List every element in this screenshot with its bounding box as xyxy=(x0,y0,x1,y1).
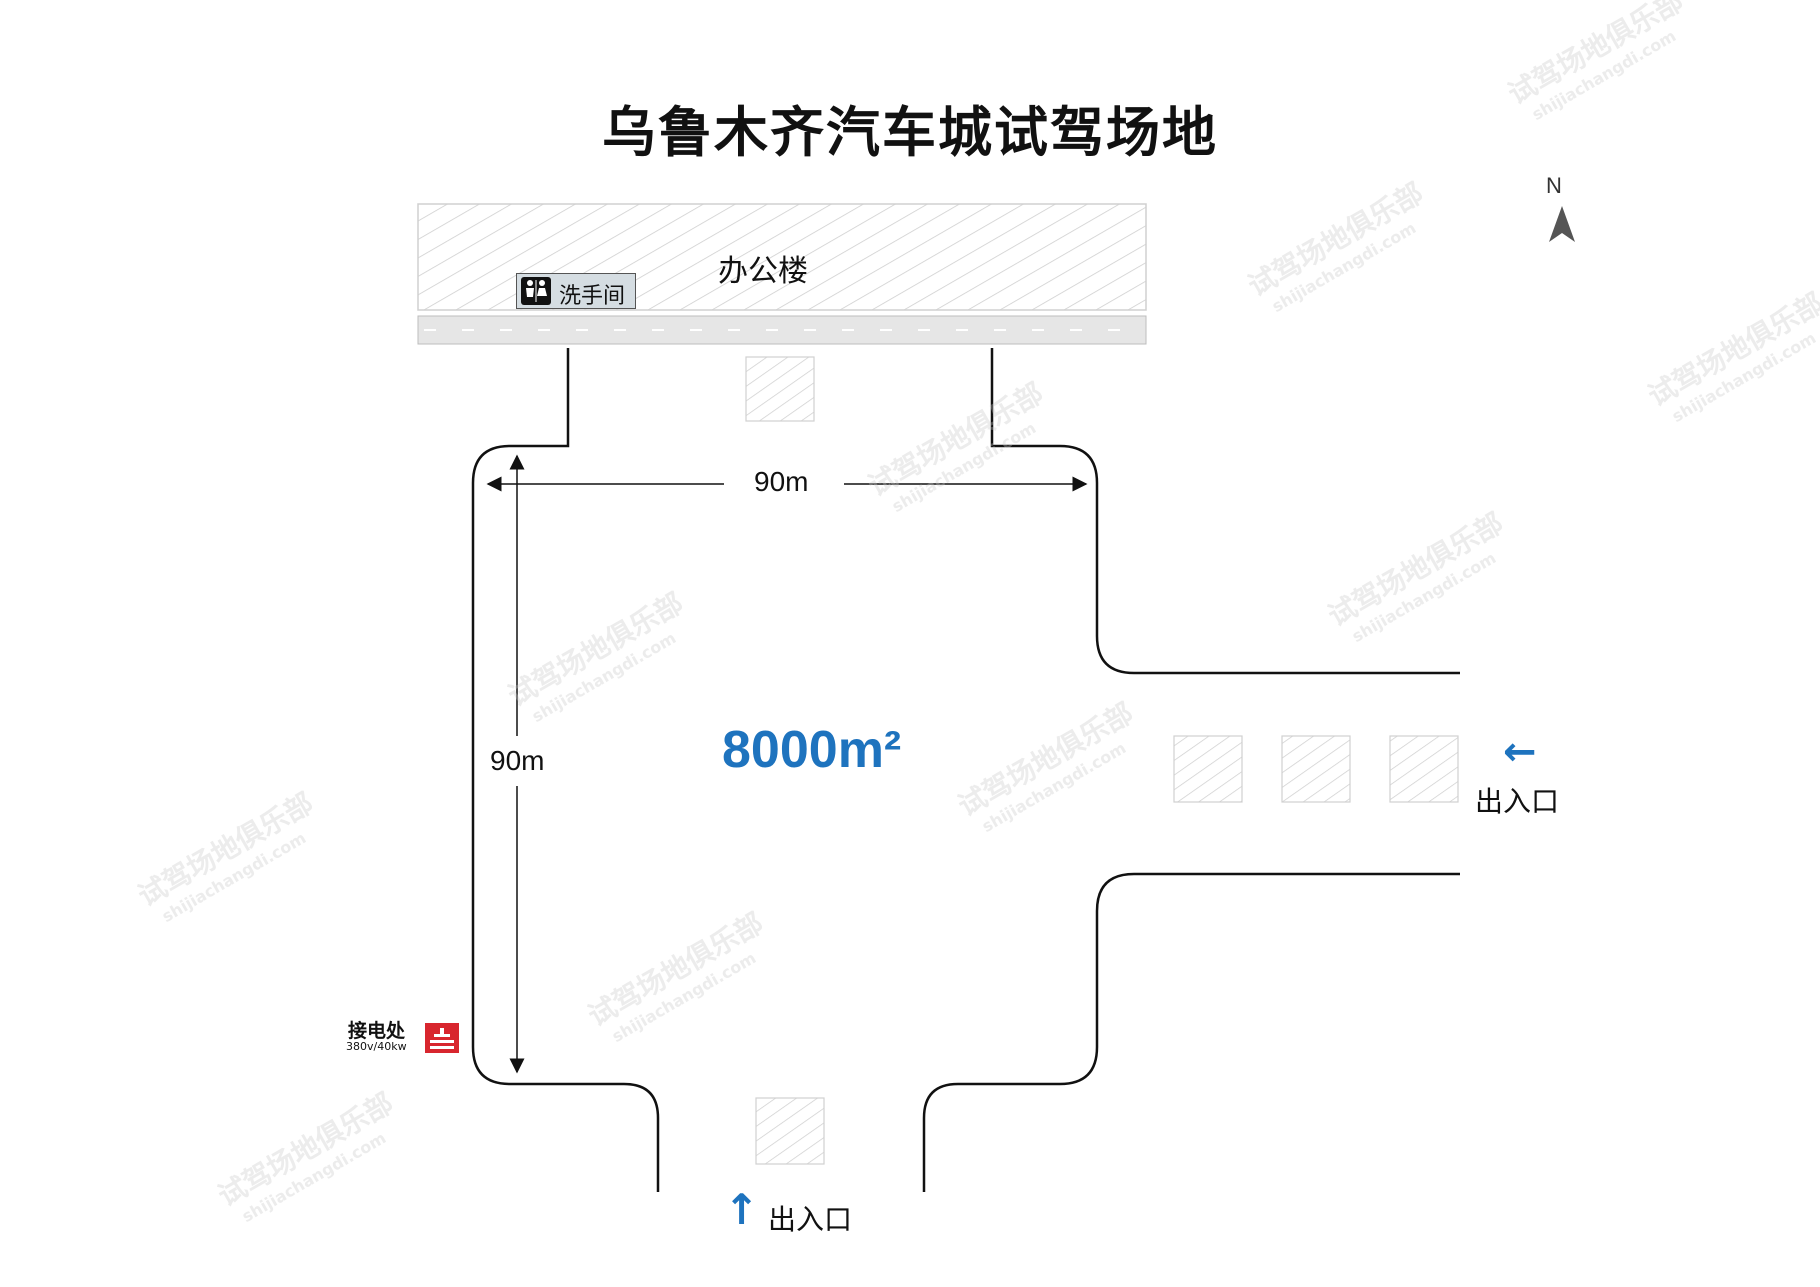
office-building-label: 办公楼 xyxy=(718,254,808,289)
site-outline-east-lower xyxy=(922,872,1460,1192)
site-outline xyxy=(471,348,660,1192)
site-outline-right xyxy=(990,348,1460,675)
width-dimension-label: 90m xyxy=(754,466,809,497)
east-entrance-label: 出入口 xyxy=(1475,785,1560,818)
area-value: 8000 xyxy=(722,721,838,779)
hatched-zone-south xyxy=(755,1097,825,1165)
west-arrow-icon: ← xyxy=(1503,729,1537,775)
north-arrow-icon xyxy=(1549,206,1575,242)
restroom-icon xyxy=(521,277,551,305)
area-unit: m² xyxy=(837,721,902,779)
hatched-zone-east-3 xyxy=(1389,735,1459,803)
hatched-zone-east-1 xyxy=(1173,735,1243,803)
power-outlet-icon xyxy=(425,1023,459,1053)
height-dimension-label: 90m xyxy=(490,745,545,776)
north-arrow-entry-icon: ↑ xyxy=(724,1185,760,1234)
compass-label: N xyxy=(1546,173,1562,198)
south-entrance-label: 出入口 xyxy=(768,1203,853,1236)
area-label: 8000m² xyxy=(722,720,901,780)
restroom-sign: 洗手间 xyxy=(516,273,636,309)
restroom-label: 洗手间 xyxy=(559,284,626,309)
power-spec: 380v/40kw xyxy=(346,1040,407,1053)
power-label: 接电处 xyxy=(348,1020,406,1042)
hatched-zone-east-2 xyxy=(1281,735,1351,803)
hatched-zone-north xyxy=(745,356,815,422)
page-title: 乌鲁木齐汽车城试驾场地 xyxy=(602,101,1218,164)
